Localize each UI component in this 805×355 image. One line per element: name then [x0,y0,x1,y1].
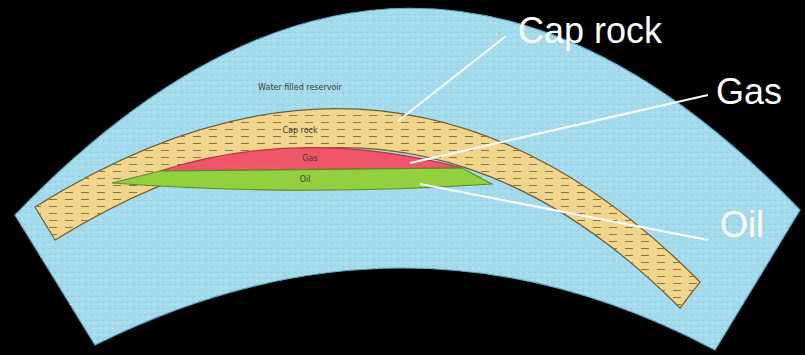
oil-zone: Oil [110,165,494,193]
cap-rock-band-texture [35,109,700,308]
layer-label: Water filled reservoir [258,84,342,93]
leader-line [410,95,708,163]
gas-zone-fill [160,148,462,171]
water-reservoir-band-fill [15,8,800,350]
layer-label: Oil [300,176,311,185]
water-reservoir-band-texture [15,8,800,350]
cap-rock-band-fill [35,109,700,308]
callout-label: Oil [720,207,764,243]
layer-label: Cap rock [282,127,317,136]
callout-label: Gas [716,74,782,110]
layer-label: Gas [302,155,317,164]
leader-line [398,36,506,121]
leader-line [420,184,708,240]
cap-rock-band: Cap rock [30,100,710,315]
callout-label: Cap rock [518,13,662,49]
